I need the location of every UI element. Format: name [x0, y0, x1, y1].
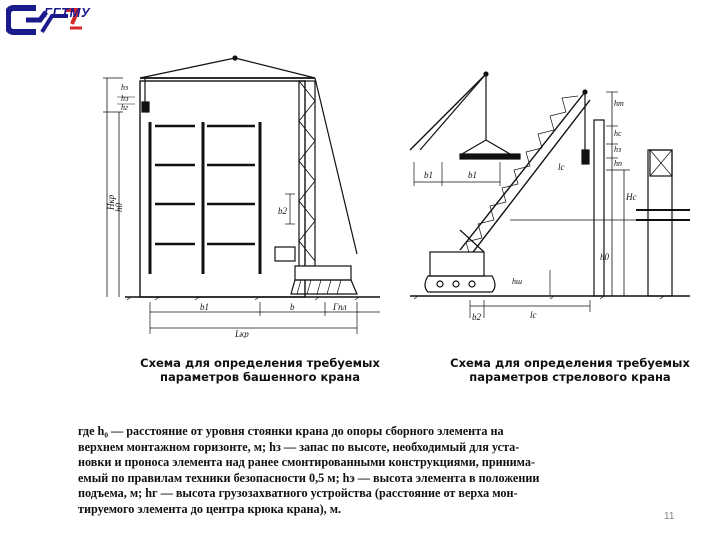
tower-crane-diagram: Hкр h0 hз hэ hг b2 b1 b Гпл Lкр: [103, 55, 380, 338]
label-b: b: [290, 302, 295, 312]
label-b1: b1: [200, 302, 209, 312]
label-b2: b2: [278, 206, 288, 216]
label-he: hэ: [121, 94, 129, 103]
logo-mark-icon: [6, 5, 82, 35]
boom-crane-diagram: b1 b1 lc hm hc hз hп Hc h0 hш b2 lc: [409, 71, 690, 322]
label-hc2: hc: [614, 129, 622, 138]
label-hsh: hш: [512, 277, 522, 286]
label-hz: hз: [614, 145, 621, 154]
label-hp: hп: [614, 159, 622, 168]
body-line-5: подъема, м; hг — высота грузозахватного …: [78, 486, 518, 500]
label-lc-bottom: lc: [530, 310, 537, 320]
page-number: 11: [664, 511, 675, 522]
label-b1-a: b1: [424, 170, 433, 180]
body-line-4: емый по правилам техники безопасности 0,…: [78, 470, 540, 485]
left-caption-line-1: Схема для определения требуемых: [140, 356, 380, 370]
label-lkr: Lкр: [234, 329, 249, 338]
label-b2: b2: [472, 312, 482, 322]
right-figure-caption: Схема для определения требуемых параметр…: [430, 356, 710, 384]
label-hc: Hc: [625, 192, 637, 202]
left-figure-caption: Схема для определения требуемых параметр…: [120, 356, 400, 384]
body-line-3: новки и проноса элемента над ранее смонт…: [78, 455, 536, 469]
label-gpl: Гпл: [332, 302, 347, 312]
body-line-6: тируемого элемента до центра крюка крана…: [78, 501, 342, 516]
label-lc: lc: [558, 162, 565, 172]
body-text: где h₀ — расстояние от уровня стоянки кр…: [78, 424, 706, 517]
body-line-1: где h₀ — расстояние от уровня стоянки кр…: [78, 424, 504, 438]
right-caption-line-2: параметров стрелового крана: [469, 370, 671, 384]
label-b1-b: b1: [468, 170, 477, 180]
label-hm: hm: [614, 99, 624, 108]
left-caption-line-2: параметров башенного крана: [160, 370, 360, 384]
label-hz: hз: [121, 83, 128, 92]
label-h0: h0: [114, 203, 124, 213]
label-hg: hг: [121, 103, 128, 112]
label-hkr: Hкр: [106, 194, 116, 211]
right-caption-line-1: Схема для определения требуемых: [450, 356, 690, 370]
body-line-2: верхнем монтажном горизонте, м; hз — зап…: [78, 439, 520, 454]
label-h0: h0: [600, 252, 610, 262]
logo-text: ГГТМУ: [44, 5, 91, 20]
